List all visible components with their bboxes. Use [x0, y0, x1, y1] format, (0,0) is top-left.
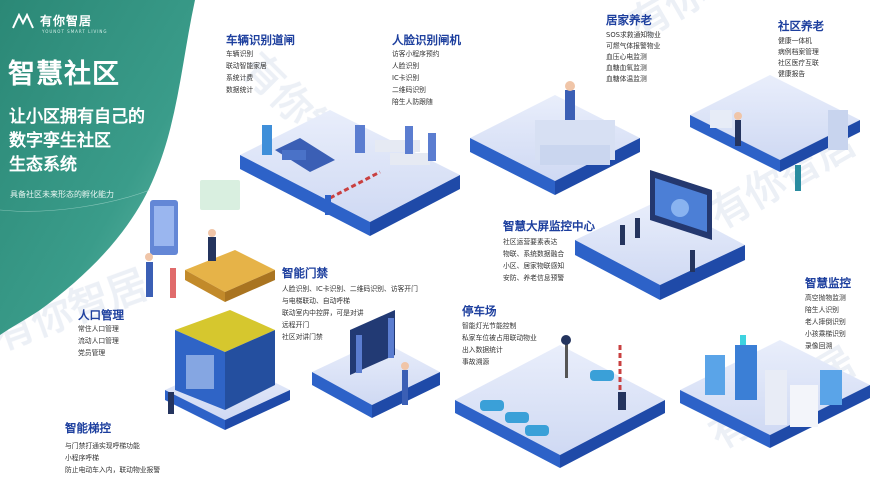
smart-access-title: 智能门禁	[282, 266, 328, 280]
list-item: 录像回溯	[805, 342, 833, 350]
hero-line: 数字孪生社区	[9, 131, 111, 151]
population-list: 常住人口管理 流动人口管理 党员管理	[78, 323, 119, 359]
smart-access-illustration	[312, 310, 440, 418]
list-item: 老人摔倒识别	[805, 318, 846, 326]
list-item: 私家车位被占用联动物业	[462, 334, 537, 342]
vehicle-gate-title: 车辆识别道闸	[226, 33, 295, 47]
list-item: 系统计费	[226, 74, 254, 82]
list-item: 人脸识别	[392, 62, 420, 70]
list-item: 出入数据统计	[462, 346, 503, 354]
list-item: 小孩乘梯识别	[805, 330, 846, 338]
list-item: 二维码识别	[392, 86, 426, 94]
elevator-title: 智能梯控	[65, 421, 111, 435]
list-item: 小程序呼梯	[65, 454, 99, 462]
brand-logo-icon	[12, 12, 34, 28]
community-elderly-list: 健康一体机 病例档案管理 社区医疗互联 健康报告	[778, 36, 819, 80]
list-item: SOS求救通知物业	[606, 31, 661, 39]
home-elderly-list: SOS求救通知物业 可燃气体报警物业 血压心电监测 血糖血氧监测 血糖体温监测	[606, 30, 661, 85]
vehicle-gate-list: 车辆识别 联动智能家居 系统计费 数据统计	[226, 48, 267, 96]
brand: 有你智居 YOUNOT SMART LIVING	[12, 12, 107, 34]
list-item: 数据统计	[226, 86, 254, 94]
list-item: IC卡识别	[392, 74, 420, 82]
list-item: 血糖血氧监测	[606, 64, 647, 72]
face-gate-list: 访客小程序预约 人脸识别 IC卡识别 二维码识别 陪生人防跟随	[392, 48, 440, 108]
list-item: 社区运营要素表达	[503, 238, 558, 246]
list-item: 联动智能家居	[226, 62, 267, 70]
list-item: 与门禁打通实现呼梯功能	[65, 442, 140, 450]
list-item: 联动室内中控屏，可是对讲	[282, 309, 364, 317]
list-item: 安防、养老信息预警	[503, 274, 565, 282]
elevator-illustration	[165, 310, 290, 430]
hero-title: 智慧社区	[8, 59, 120, 90]
face-gate-title: 人脸识别闸机	[392, 33, 461, 47]
monitor-center-list: 社区运营要素表达 物联、系统数据融合 小区、居家物联感知 安防、养老信息预警	[503, 236, 564, 284]
list-item: 车辆识别	[226, 50, 254, 58]
hero-note: 具备社区未来形态的孵化能力	[10, 190, 114, 199]
list-item: 物联、系统数据融合	[503, 250, 565, 258]
monitoring-city-illustration	[680, 335, 870, 448]
home-elderly-title: 居家养老	[606, 13, 652, 27]
list-item: 事故溯源	[462, 358, 490, 366]
smart-monitoring-list: 高空抛物监测 陪生人识别 老人摔倒识别 小孩乘梯识别 录像回溯	[805, 292, 846, 352]
monitor-center-illustration	[575, 170, 745, 300]
list-item: 陪生人防跟随	[392, 98, 433, 106]
population-illustration	[145, 180, 275, 302]
brand-name: 有你智居	[40, 14, 93, 28]
list-item: 社区对讲门禁	[282, 333, 323, 341]
list-item: 陪生人识别	[805, 306, 839, 314]
list-item: 病例档案管理	[778, 48, 819, 56]
list-item: 与电梯联动、自动呼梯	[282, 297, 350, 305]
elevator-list: 与门禁打通实现呼梯功能 小程序呼梯 防止电动车入内，联动物业报警	[65, 440, 160, 476]
face-gate-illustration	[405, 126, 436, 161]
list-item: 小区、居家物联感知	[503, 262, 565, 270]
parking-illustration	[455, 335, 665, 468]
list-item: 高空抛物监测	[805, 294, 846, 302]
list-item: 防止电动车入内，联动物业报警	[65, 466, 161, 474]
community-elderly-illustration	[690, 75, 860, 191]
brand-tagline: YOUNOT SMART LIVING	[42, 29, 108, 34]
list-item: 社区医疗互联	[778, 59, 819, 67]
list-item: 流动人口管理	[78, 337, 119, 345]
list-item: 健康一体机	[778, 37, 812, 45]
monitor-center-title: 智慧大屏监控中心	[503, 219, 595, 233]
home-elderly-illustration	[470, 81, 640, 195]
list-item: 常住人口管理	[78, 325, 119, 333]
smart-monitoring-title: 智慧监控	[805, 276, 851, 290]
smart-access-list: 人脸识别、IC卡识别、二维码识别、访客开门 与电梯联动、自动呼梯 联动室内中控屏…	[282, 283, 418, 343]
list-item: 远程开门	[282, 321, 310, 329]
list-item: 人脸识别、IC卡识别、二维码识别、访客开门	[282, 285, 418, 293]
list-item: 血糖体温监测	[606, 75, 647, 83]
vehicle-gate-illustration	[240, 110, 460, 236]
parking-list: 智能灯光节能控制 私家车位被占用联动物业 出入数据统计 事故溯源	[462, 320, 537, 368]
list-item: 智能灯光节能控制	[462, 322, 517, 330]
list-item: 可燃气体报警物业	[606, 42, 661, 50]
list-item: 访客小程序预约	[392, 50, 440, 58]
list-item: 血压心电监测	[606, 53, 647, 61]
parking-title: 停车场	[462, 304, 497, 318]
community-elderly-title: 社区养老	[778, 19, 824, 33]
hero-line: 让小区拥有自己的	[9, 107, 145, 127]
hero-line: 生态系统	[9, 155, 77, 175]
list-item: 党员管理	[78, 349, 106, 357]
list-item: 健康报告	[778, 70, 806, 78]
population-title: 人口管理	[78, 308, 124, 322]
